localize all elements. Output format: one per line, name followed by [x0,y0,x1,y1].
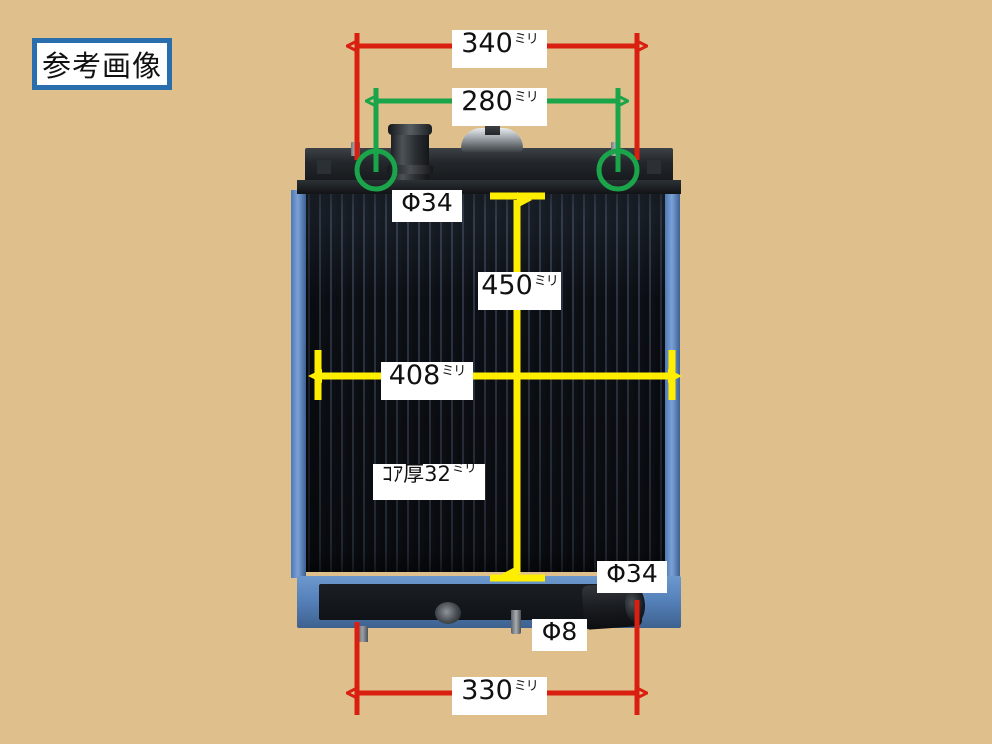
petcock-fitting [435,602,461,624]
callout-diameter-lower-hose: Φ34 [597,561,667,593]
top-tank-lip [297,180,681,194]
drain-plug [511,610,521,634]
callout-core-thickness-unit: ミリ [451,461,477,476]
callout-d34-top-value: Φ34 [401,188,453,217]
callout-core-thickness-value: ｺｱ厚32 [382,462,451,486]
callout-280-unit: ミリ [513,90,539,105]
mount-pin-bottom-left [357,626,368,642]
callout-diameter-drain: Φ8 [532,619,587,651]
callout-280-value: 280 [461,86,513,117]
callout-330-unit: ミリ [513,679,539,694]
callout-408-unit: ミリ [441,364,466,379]
callout-d34-bottom-value: Φ34 [606,559,658,588]
callout-340-value: 340 [461,28,513,59]
callout-450-unit: ミリ [533,274,559,289]
callout-diameter-upper-hose: Φ34 [392,190,462,222]
core-side-rail-left [291,190,306,578]
callout-d8-value: Φ8 [541,617,578,646]
mount-stud-left [351,142,360,156]
top-tank-ear-left [317,160,331,174]
radiator-core [303,194,675,572]
callout-450-value: 450 [481,270,533,301]
reference-image-label: 参考画像 [41,49,162,83]
mount-stud-right [611,142,620,156]
callout-408-value: 408 [388,360,441,391]
callout-330-value: 330 [461,675,513,706]
upper-hose-neck [387,124,433,180]
top-tank-ear-right [647,160,661,174]
reference-image-badge: 参考画像 [32,38,172,90]
core-side-rail-right [665,190,680,578]
callout-340-unit: ミリ [513,32,539,47]
core-sheen [303,194,675,572]
